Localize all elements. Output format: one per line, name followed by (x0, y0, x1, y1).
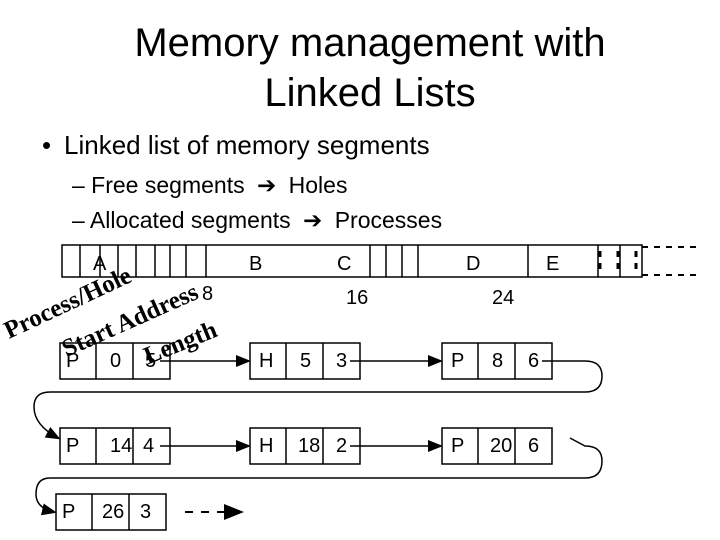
node-3-type: P (451, 350, 465, 372)
segment-label-b: B (249, 253, 263, 275)
segment-label-e: E (546, 253, 560, 275)
node-7-type: P (62, 501, 76, 523)
sub-bullet-free-result: Holes (288, 172, 348, 198)
node-5-type: H (259, 435, 274, 457)
sub-bullet-free-text: – Free segments (72, 172, 245, 198)
node-2-length: 3 (336, 350, 348, 372)
right-arrow-icon: ➔ (256, 172, 277, 198)
node-3-start: 8 (492, 350, 504, 372)
segment-label-d: D (466, 253, 481, 275)
node-6-type: P (451, 435, 465, 457)
node-1-type: P (66, 350, 80, 372)
node-2-type: H (259, 350, 274, 372)
node-7-length: 3 (140, 501, 152, 523)
node-2-start: 5 (300, 350, 312, 372)
sub-bullet-allocated-text: – Allocated segments (72, 207, 291, 233)
segment-label-c: C (337, 253, 352, 275)
node-1-length: 5 (145, 350, 157, 372)
node-5-length: 2 (336, 435, 348, 457)
title-line-2: Linked Lists (264, 71, 476, 115)
bullet-dot-icon: • (42, 130, 52, 160)
pointer-arrow-3 (33, 360, 603, 440)
memory-strip (61, 244, 643, 278)
node-6-length: 6 (528, 435, 540, 457)
node-6-start: 20 (490, 435, 513, 457)
memory-strip-border (61, 244, 643, 278)
memory-strip-tail (598, 246, 700, 276)
sub-bullet-allocated: – Allocated segments ➔ Processes (72, 207, 442, 234)
segment-label-a: A (93, 253, 107, 275)
node-7-start: 26 (102, 501, 125, 523)
bullet-main-text: Linked list of memory segments (64, 130, 430, 160)
bullet-main: • Linked list of memory segments (42, 130, 430, 161)
address-16: 16 (346, 287, 369, 309)
node-4-start: 14 (110, 435, 133, 457)
sub-bullet-free: – Free segments ➔ Holes (72, 172, 347, 199)
sub-bullet-allocated-result: Processes (334, 207, 443, 233)
address-8: 8 (202, 283, 214, 305)
node-5-start: 18 (298, 435, 321, 457)
title-line-1: Memory management with (134, 21, 606, 65)
node-4-length: 4 (143, 435, 155, 457)
node-1-start: 0 (110, 350, 122, 372)
right-arrow-icon: ➔ (303, 207, 323, 233)
node-3-length: 6 (528, 350, 540, 372)
address-24: 24 (492, 287, 515, 309)
page-title: Memory management with Linked Lists (60, 18, 680, 118)
node-4-type: P (66, 435, 80, 457)
pointer-arrow-6 (35, 437, 603, 516)
